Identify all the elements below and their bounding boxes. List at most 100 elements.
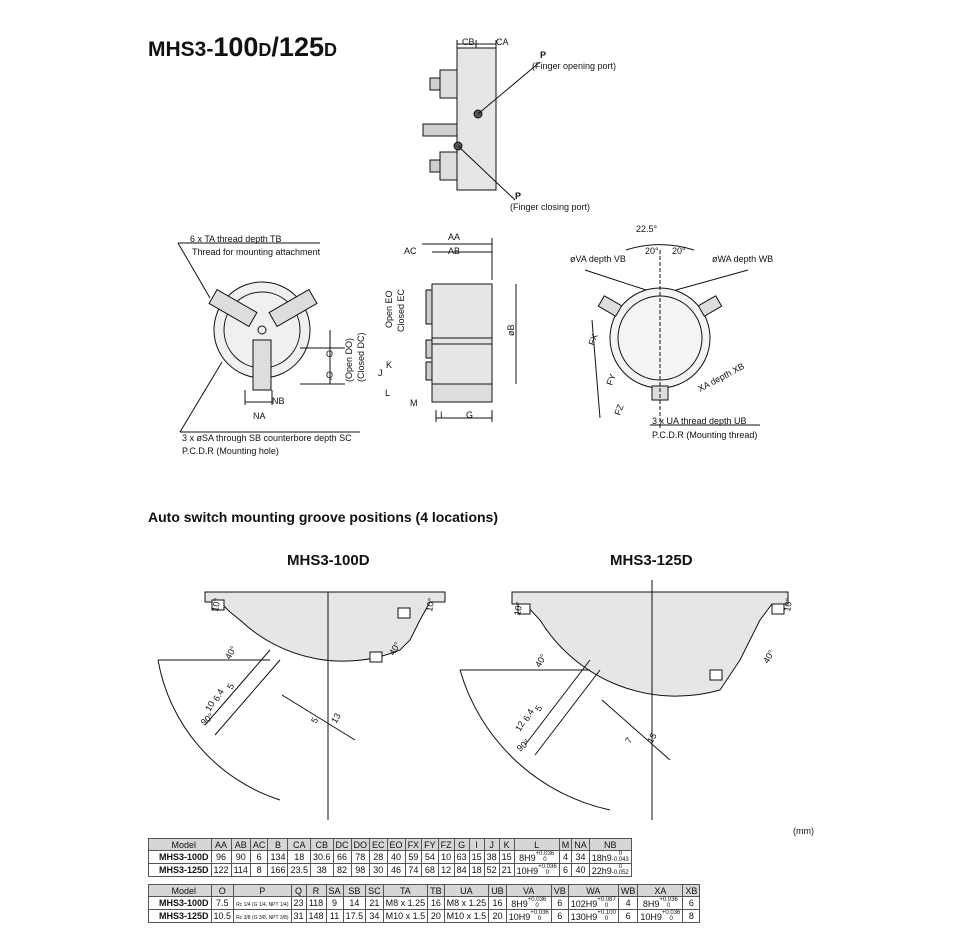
table-cell: 23 <box>290 896 307 910</box>
groove-right-10b: 10° <box>782 597 794 613</box>
table-cell: 98 <box>350 863 371 877</box>
column-header: O <box>210 884 235 897</box>
table-cell: 10 <box>437 850 455 864</box>
unit-label: (mm) <box>793 826 814 836</box>
column-header: R <box>305 884 327 897</box>
column-header: DO <box>350 838 371 851</box>
table-cell: 6 <box>617 909 639 923</box>
label-ua: 3 x UA thread depth UB <box>652 416 747 426</box>
table-cell: 9 <box>325 896 344 910</box>
page-title: MHS3-100D/125D <box>148 32 337 63</box>
table-cell: 148 <box>305 909 327 923</box>
groove-left-a5: 5 <box>225 682 236 691</box>
dim-ob: øB <box>506 324 516 336</box>
column-header: WB <box>617 884 639 897</box>
label-sa-desc: P.C.D.R (Mounting hole) <box>182 446 279 456</box>
column-header: EO <box>386 838 406 851</box>
title-size1: 100 <box>213 32 259 62</box>
table-cell: 18 <box>468 863 485 877</box>
table-cell: 84 <box>453 863 470 877</box>
table-cell: 28 <box>369 850 388 864</box>
dim-fz: FZ <box>612 402 625 416</box>
groove-right-model: MHS3-125D <box>610 552 693 569</box>
label-p-open: P <box>540 50 546 60</box>
dim-l: L <box>385 388 390 398</box>
table-cell: 18 <box>287 850 311 864</box>
table-cell: 82 <box>332 863 352 877</box>
column-header: AC <box>249 838 269 851</box>
groove-right-a5: 5 <box>533 704 544 713</box>
dim-fy: FY <box>604 372 617 386</box>
label-ua-desc: P.C.D.R (Mounting thread) <box>652 430 757 440</box>
column-header: M <box>558 838 573 851</box>
dim-nb: NB <box>272 396 285 406</box>
column-header: B <box>267 838 289 851</box>
table-cell: 30 <box>369 863 388 877</box>
column-header: Q <box>290 884 307 897</box>
table-cell: 4 <box>558 850 573 864</box>
label-p-close-desc: (Finger closing port) <box>510 202 590 212</box>
table-cell: 6 <box>550 909 569 923</box>
label-va: øVA depth VB <box>570 254 626 264</box>
column-header: NB <box>588 838 632 851</box>
column-header: SA <box>325 884 344 897</box>
column-header: XB <box>682 884 701 897</box>
table-cell: 10.5 <box>210 909 235 923</box>
dim-m: M <box>410 398 418 408</box>
dim-k: K <box>386 360 392 370</box>
column-header: J <box>483 838 500 851</box>
title-separator: / <box>271 32 279 62</box>
table-cell: 166 <box>267 863 289 877</box>
table-cell: 12 <box>437 863 455 877</box>
label-wa: øWA depth WB <box>712 254 773 264</box>
label-ta-desc: Thread for mounting attachment <box>192 247 321 257</box>
table-cell: 4 <box>617 896 639 910</box>
table-cell: 8 <box>249 863 269 877</box>
dim-closed-dc: (Closed DC) <box>356 332 366 382</box>
table-cell: 34 <box>571 850 590 864</box>
table-cell: 21 <box>498 863 515 877</box>
table-cell: MHS3-100D <box>148 850 212 864</box>
dim-o: O <box>326 349 333 359</box>
groove-right-10a: 10° <box>512 601 524 617</box>
groove-right-drawing <box>459 580 789 820</box>
title-prefix: MHS3- <box>148 38 214 61</box>
column-header: AB <box>230 838 251 851</box>
table-cell: Rc 1/4 (G 1/4, NPT 1/4) <box>233 896 292 910</box>
column-header: WA <box>567 884 619 897</box>
column-header: FY <box>421 838 439 851</box>
groove-left-10b: 10° <box>424 597 436 613</box>
dim-closed-ec: Closed EC <box>396 288 406 332</box>
title-suffix1: D <box>258 40 272 60</box>
table-cell: 38 <box>310 863 334 877</box>
table-cell: 7.5 <box>210 896 235 910</box>
groove-left-10a: 10° <box>210 597 222 613</box>
tolerance: 0-0.043 <box>611 851 629 863</box>
table-cell: 6 <box>682 896 701 910</box>
table-cell: 114 <box>230 863 251 877</box>
table-cell: 96 <box>210 850 232 864</box>
groove-left-b5: 5 <box>309 716 320 725</box>
dim-open-do: (Open DO) <box>344 338 354 382</box>
table-cell: MHS3-100D <box>148 896 212 910</box>
table-cell: Rc 3/8 (G 3/8, NPT 3/8) <box>233 909 292 923</box>
title-suffix2: D <box>323 40 337 60</box>
dim-j: J <box>378 368 383 378</box>
dim-ang-20b: 20° <box>672 246 686 256</box>
column-header: CA <box>287 838 311 851</box>
groove-left-model: MHS3-100D <box>287 552 370 569</box>
